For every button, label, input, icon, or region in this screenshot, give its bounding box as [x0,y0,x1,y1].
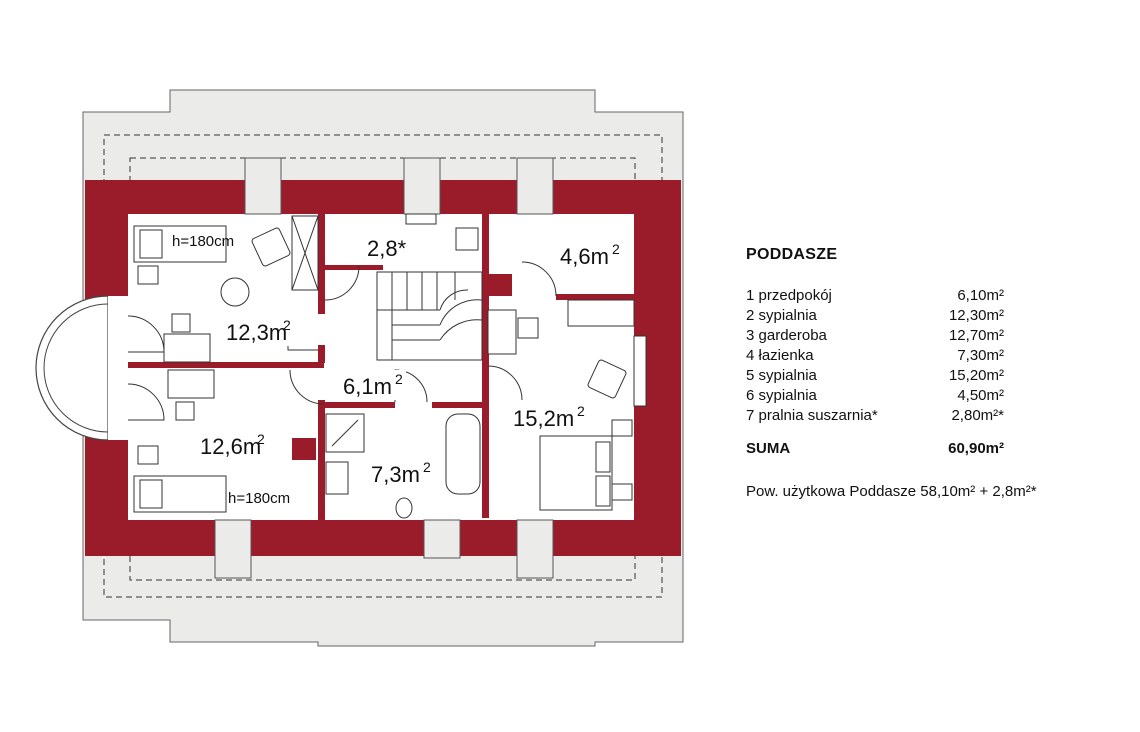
room-legend: PODDASZE 1 przedpokój 6,10m² 2 sypialnia… [746,246,1126,500]
legend-row: 6 sypialnia 4,50m² [746,386,1126,406]
svg-text:15,2m: 15,2m [513,406,574,431]
area-label-room-7: 2,8* [364,232,410,262]
svg-text:2: 2 [283,317,291,333]
sum-label: SUMA [746,440,791,457]
interior-walls [128,214,634,520]
legend-row: 5 sypialnia 15,20m² [746,366,1126,386]
svg-text:2: 2 [395,371,403,387]
armchairs [251,227,627,399]
legend-row: 2 sypialnia 12,30m² [746,306,1126,326]
bay-floor-cut [108,296,130,440]
legend-row: 1 przedpokój 6,10m² [746,286,1126,306]
bay-window [35,295,109,441]
room-area: 12,70m² [948,327,1004,344]
area-label-room-6: 4,6m 2 [558,240,622,270]
area-label-room-4: 7,3m 2 [368,458,434,488]
height-note-top: h=180cm [172,233,234,250]
stairs [376,271,483,361]
room-area: 6,10m² [957,287,1004,304]
svg-text:2: 2 [577,403,585,419]
svg-text:7,3m: 7,3m [371,462,420,487]
svg-text:2: 2 [423,459,431,475]
furniture [133,213,647,519]
room-name: 3 garderoba [746,327,827,344]
svg-text:6,1m: 6,1m [343,374,392,399]
legend-row: 3 garderoba 12,70m² [746,326,1126,346]
legend-title: PODDASZE [746,246,838,263]
floor-plan: 12,3m 2 12,6m 2 2,8* 4,6m 2 6,1m 2 7,3m … [35,89,684,647]
sum-value: 60,90m² [948,440,1004,457]
room-name: 7 pralnia suszarnia* [746,407,878,424]
room-area: 7,30m² [957,347,1004,364]
area-label-room-1: 6,1m 2 [340,370,406,400]
svg-text:12,6m: 12,6m [200,434,261,459]
room-name: 1 przedpokój [746,287,832,304]
room-name: 6 sypialnia [746,387,817,404]
room-name: 4 łazienka [746,347,814,364]
room-area: 12,30m² [948,307,1004,324]
svg-text:4,6m: 4,6m [560,244,609,269]
area-label-room-5: 15,2m 2 [510,402,588,432]
dormers [214,157,554,579]
room-name: 2 sypialnia [746,307,817,324]
legend-row: 7 pralnia suszarnia* 2,80m²* [746,406,1126,426]
legend-row: 4 łazienka 7,30m² [746,346,1126,366]
area-label-room-3: 12,6m 2 [196,430,268,460]
svg-text:2,8*: 2,8* [367,236,407,261]
usable-area: Pow. użytkowa Poddasze 58,10m² + 2,8m²* [746,483,1037,500]
room-name: 5 sypialnia [746,367,817,384]
svg-text:12,3m: 12,3m [226,320,287,345]
area-label-room-2: 12,3m 2 [222,316,292,346]
room-area: 15,20m² [948,367,1004,384]
bay-window-inner [43,303,109,433]
height-note-bottom: h=180cm [228,490,290,507]
svg-text:2: 2 [257,431,265,447]
svg-text:2: 2 [612,241,620,257]
legend-sum: SUMA 60,90m² [746,440,1126,457]
room-area: 2,80m²* [951,407,1004,424]
room-area: 4,50m² [957,387,1004,404]
